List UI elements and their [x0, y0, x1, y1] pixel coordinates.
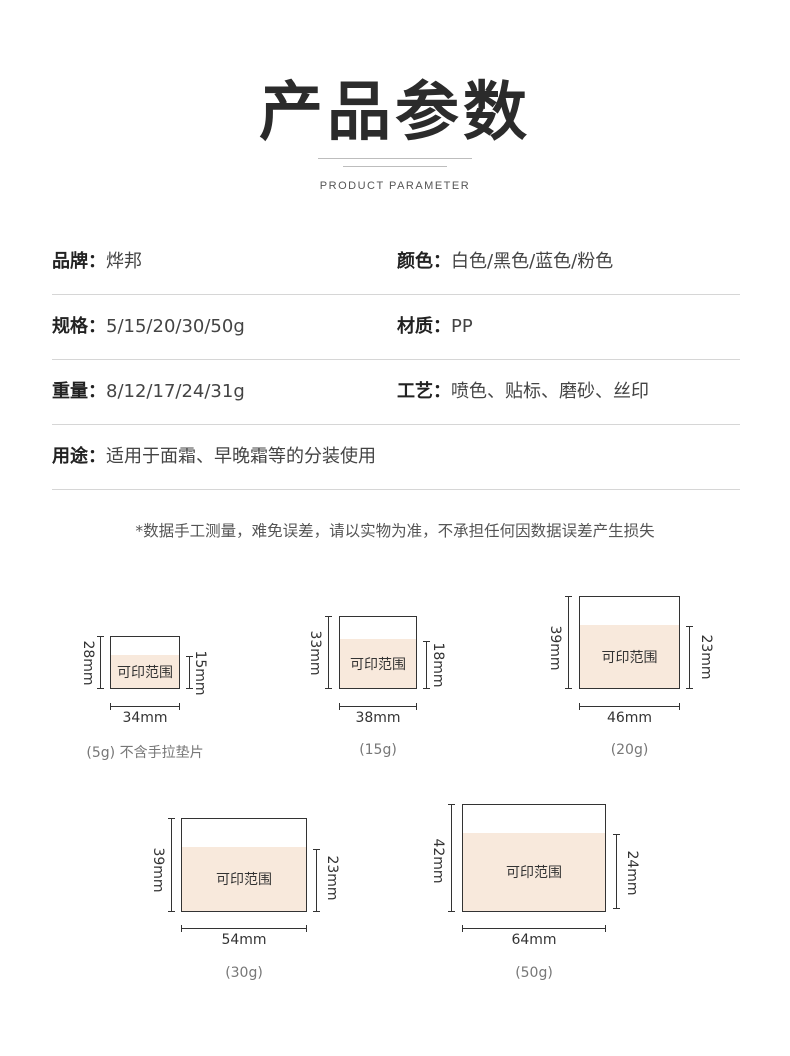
jar-lid: [182, 819, 306, 849]
print-height-label: 23mm: [698, 634, 714, 680]
page-title: 产品参数: [259, 76, 531, 150]
title-divider-bottom: [343, 166, 447, 167]
spec-key: 用途：: [52, 446, 106, 467]
spec-key: 材质：: [397, 316, 451, 337]
height-dimension-line: [97, 636, 104, 689]
jar-outline: 可印范围: [110, 636, 180, 689]
spec-value: 烨邦: [106, 251, 142, 272]
spec-value: 5/15/20/30/50g: [106, 316, 245, 337]
print-height-label: 15mm: [192, 650, 208, 696]
print-area: 可印范围: [111, 655, 179, 688]
width-dimension-line: [181, 925, 307, 932]
spec-size: 规格：5/15/20/30/50g: [52, 315, 245, 339]
title-divider-top: [318, 158, 472, 159]
spec-material: 材质：PP: [397, 315, 473, 339]
jar-height-label: 33mm: [307, 630, 323, 676]
height-dimension-line: [448, 804, 455, 912]
jar-caption: (15g): [359, 742, 397, 758]
spec-key: 颜色：: [397, 251, 451, 272]
spec-key: 重量：: [52, 381, 106, 402]
jar-outline: 可印范围: [181, 818, 307, 912]
jar-height-label: 42mm: [430, 838, 446, 884]
print-area: 可印范围: [580, 625, 679, 688]
height-dimension-line: [325, 616, 332, 689]
spec-brand: 品牌：烨邦: [52, 250, 142, 274]
page-subtitle: PRODUCT PARAMETER: [319, 180, 471, 192]
spec-usage: 用途：适用于面霜、早晚霜等的分装使用: [52, 445, 376, 469]
jar-caption: (20g): [610, 742, 649, 758]
spec-weight: 重量：8/12/17/24/31g: [52, 380, 245, 404]
jar-width-label: 46mm: [606, 710, 653, 726]
jar-lid: [463, 805, 605, 835]
print-area: 可印范围: [463, 833, 605, 911]
spec-row: 用途：适用于面霜、早晚霜等的分装使用: [52, 425, 740, 490]
spec-value: 喷色、贴标、磨砂、丝印: [451, 381, 649, 402]
jar-lid: [340, 617, 416, 641]
spec-key: 规格：: [52, 316, 106, 337]
jar-outline: 可印范围: [462, 804, 606, 912]
spec-key: 品牌：: [52, 251, 106, 272]
print-height-dimension-line: [313, 849, 320, 912]
print-area-label: 可印范围: [601, 649, 658, 666]
print-height-dimension-line: [423, 641, 430, 689]
jar-lid: [111, 637, 179, 657]
print-area-label: 可印范围: [117, 664, 173, 681]
width-dimension-line: [110, 703, 180, 710]
jar-width-label: 34mm: [122, 710, 168, 726]
print-area-label: 可印范围: [216, 872, 272, 888]
height-dimension-line: [168, 818, 175, 912]
print-area: 可印范围: [182, 847, 306, 911]
print-height-label: 23mm: [324, 855, 340, 901]
jar-outline: 可印范围: [579, 596, 680, 689]
jar-height-label: 39mm: [150, 847, 166, 893]
print-height-label: 24mm: [624, 850, 640, 896]
spec-value: 8/12/17/24/31g: [106, 381, 245, 402]
spec-table: 品牌：烨邦 颜色：白色/黑色/蓝色/粉色 规格：5/15/20/30/50g 材…: [52, 230, 740, 490]
print-height-dimension-line: [186, 656, 193, 689]
print-height-label: 18mm: [430, 642, 446, 688]
width-dimension-line: [462, 925, 606, 932]
spec-value: 适用于面霜、早晚霜等的分装使用: [106, 446, 376, 467]
spec-row: 重量：8/12/17/24/31g 工艺：喷色、贴标、磨砂、丝印: [52, 360, 740, 425]
print-area-label: 可印范围: [350, 656, 406, 673]
jar-width-label: 38mm: [355, 710, 401, 726]
width-dimension-line: [579, 703, 680, 710]
jar-outline: 可印范围: [339, 616, 417, 689]
jar-height-label: 28mm: [80, 640, 96, 686]
measurement-note: *数据手工测量，难免误差，请以实物为准，不承担任何因数据误差产生损失: [135, 522, 655, 540]
spec-color: 颜色：白色/黑色/蓝色/粉色: [397, 250, 613, 274]
jar-lid: [580, 597, 679, 627]
jar-caption: (5g) 不含手拉垫片: [86, 745, 204, 761]
jar-width-label: 64mm: [511, 932, 557, 948]
spec-value: 白色/黑色/蓝色/粉色: [451, 251, 614, 272]
print-height-dimension-line: [613, 834, 620, 909]
jar-caption: (50g): [515, 965, 553, 981]
spec-key: 工艺：: [397, 381, 451, 402]
spec-row: 品牌：烨邦 颜色：白色/黑色/蓝色/粉色: [52, 230, 740, 295]
jar-width-label: 54mm: [221, 932, 267, 948]
spec-craft: 工艺：喷色、贴标、磨砂、丝印: [397, 380, 649, 404]
print-area: 可印范围: [340, 639, 416, 688]
height-dimension-line: [565, 596, 572, 689]
print-height-dimension-line: [686, 626, 693, 689]
spec-row: 规格：5/15/20/30/50g 材质：PP: [52, 295, 740, 360]
jar-height-label: 39mm: [547, 625, 563, 671]
spec-value: PP: [451, 316, 473, 337]
print-area-label: 可印范围: [506, 865, 562, 881]
width-dimension-line: [339, 703, 417, 710]
jar-caption: (30g): [225, 965, 263, 981]
